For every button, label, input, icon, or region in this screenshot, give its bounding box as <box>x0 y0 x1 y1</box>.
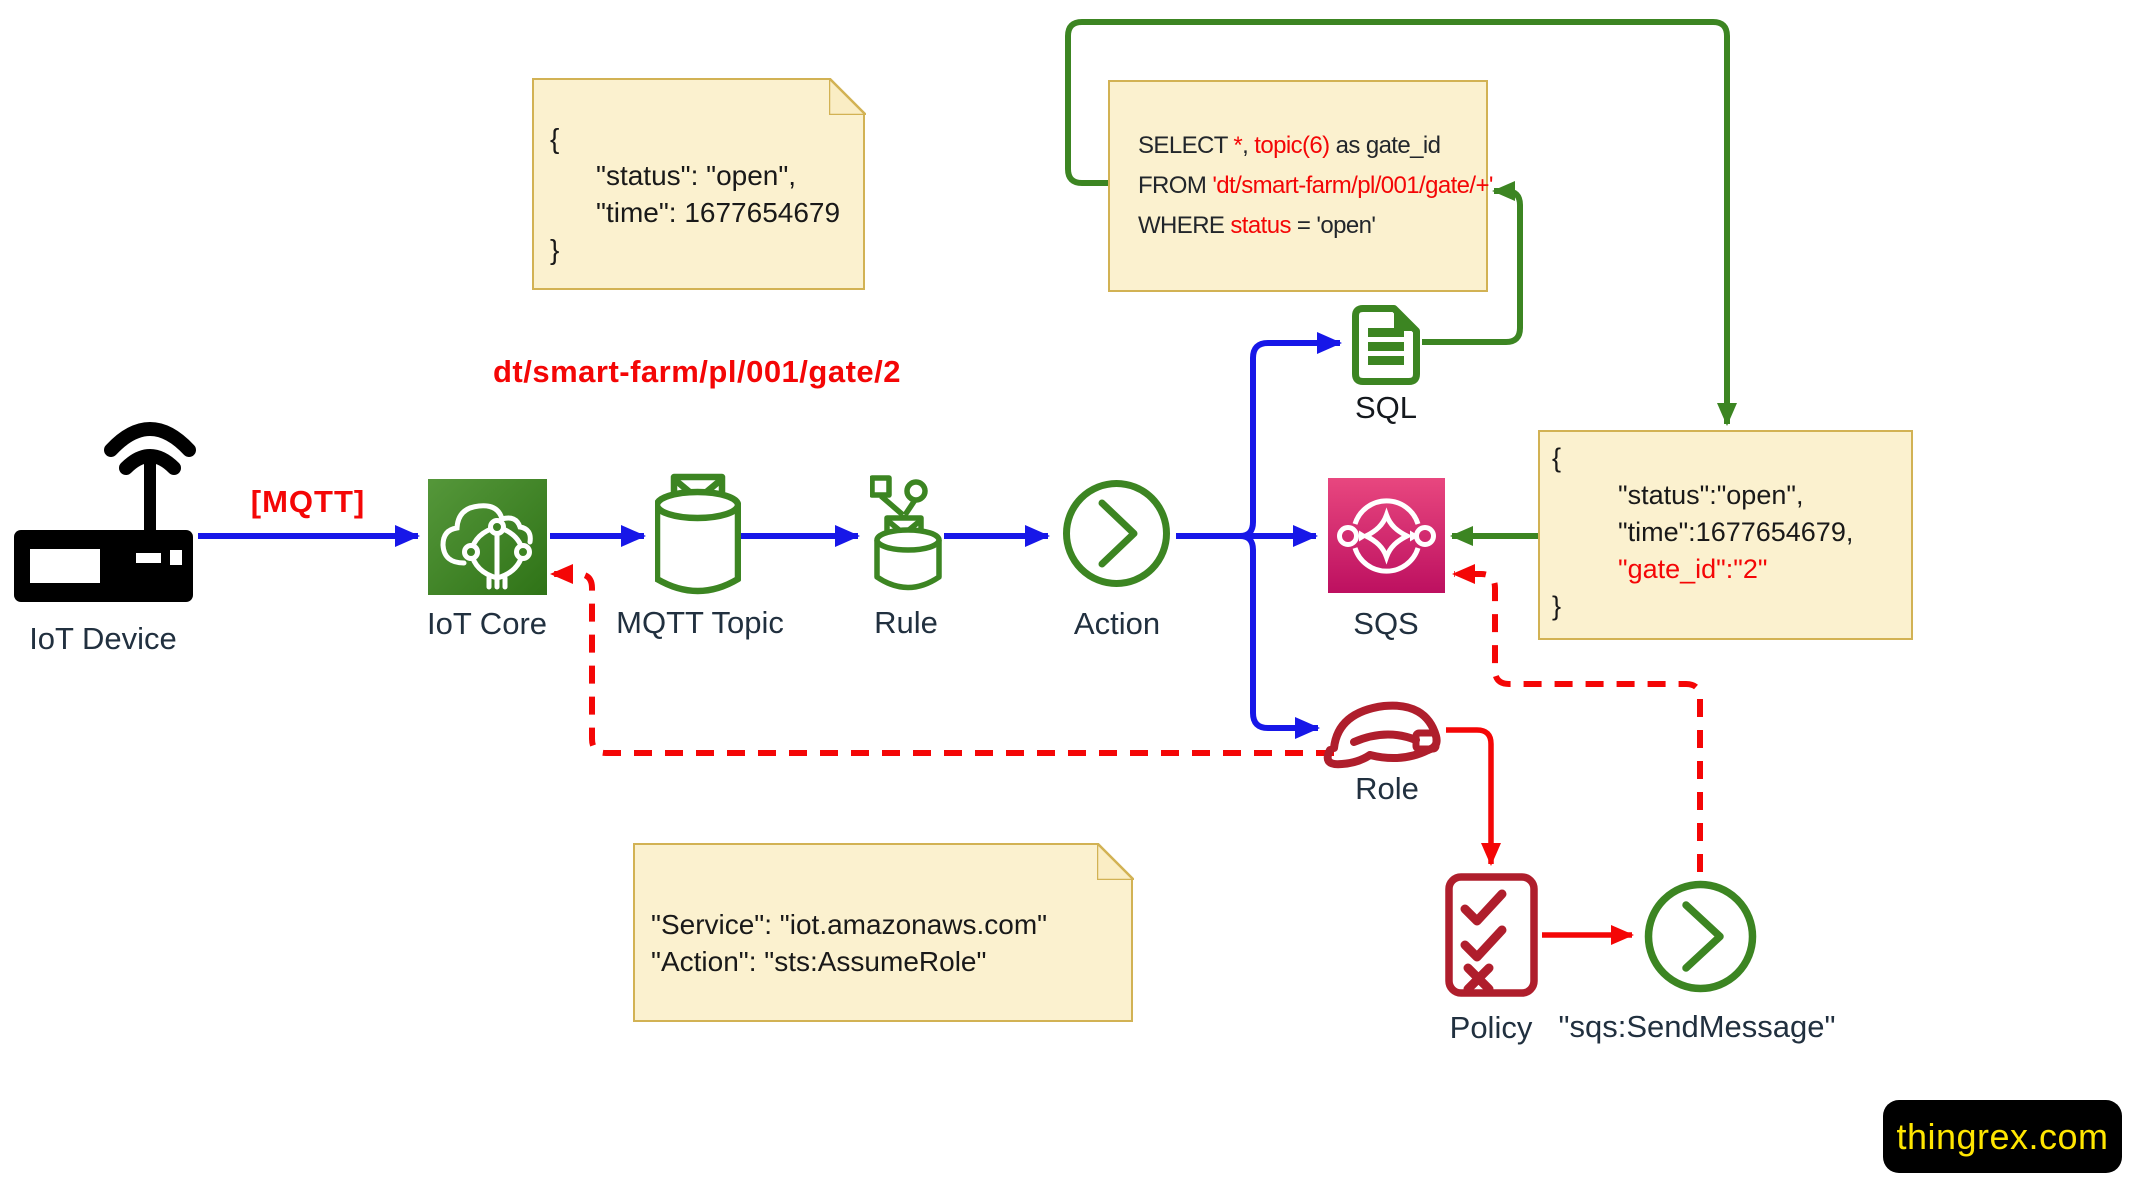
mqtt-topic-label: MQTT Topic <box>616 605 784 640</box>
sqs-icon <box>1328 478 1445 598</box>
edge-branch-to-sql <box>1239 332 1342 539</box>
note-fold-icon <box>828 77 866 115</box>
query-line-2: FROM 'dt/smart-farm/pl/001/gate/+' <box>1138 172 1493 199</box>
iot-core-icon <box>428 479 547 600</box>
iot-core-label: IoT Core <box>426 606 548 641</box>
trust-line: "Action": "sts:AssumeRole" <box>651 945 987 977</box>
query-line-1: SELECT *, topic(6) as gate_id <box>1138 132 1441 159</box>
result-message-note: { "status":"open", "time":1677654679, "g… <box>1538 430 1913 640</box>
note-fold-icon <box>1096 842 1134 880</box>
result-line: { <box>1552 443 1562 473</box>
payload-line: { <box>550 123 560 154</box>
topic-path-label: dt/smart-farm/pl/001/gate/2 <box>492 354 902 389</box>
action-label: Action <box>1073 606 1161 641</box>
policy-label: Policy <box>1449 1010 1533 1045</box>
mqtt-protocol-label: [MQTT] <box>250 484 366 519</box>
role-icon <box>1322 690 1450 777</box>
result-line: "time":1677654679, <box>1618 517 1854 547</box>
sql-query-note: SELECT *, topic(6) as gate_id FROM 'dt/s… <box>1108 80 1493 292</box>
rule-label: Rule <box>874 605 938 640</box>
sql-label: SQL <box>1354 390 1418 425</box>
result-line-gate-id: "gate_id":"2" <box>1618 554 1768 584</box>
action-icon <box>1060 477 1173 595</box>
payload-line: "time": 1677654679 <box>596 197 841 228</box>
mqtt-topic-icon <box>653 473 742 604</box>
thingrex-watermark-badge: thingrex.com <box>1883 1100 2122 1173</box>
iot-device-label: IoT Device <box>29 621 177 656</box>
policy-icon <box>1444 872 1539 1003</box>
thingrex-url-text: thingrex.com <box>1896 1115 2109 1157</box>
send-message-action-icon <box>1642 878 1759 1000</box>
trust-policy-note: "Service": "iot.amazonaws.com" "Action":… <box>633 842 1134 1022</box>
payload-note: { "status": "open", "time": 1677654679 } <box>532 77 866 290</box>
result-line: } <box>1552 591 1562 621</box>
payload-line: } <box>550 234 560 265</box>
query-line-3: WHERE status = 'open' <box>1138 212 1376 239</box>
iot-device-icon <box>10 402 200 612</box>
role-label: Role <box>1355 771 1419 806</box>
trust-line: "Service": "iot.amazonaws.com" <box>651 908 1048 940</box>
rule-icon <box>869 474 944 601</box>
payload-line: "status": "open", <box>596 160 797 191</box>
sql-document-icon <box>1352 305 1420 390</box>
result-line: "status":"open", <box>1618 480 1804 510</box>
sqs-label: SQS <box>1353 606 1419 641</box>
send-message-label: "sqs:SendMessage" <box>1558 1009 1836 1044</box>
